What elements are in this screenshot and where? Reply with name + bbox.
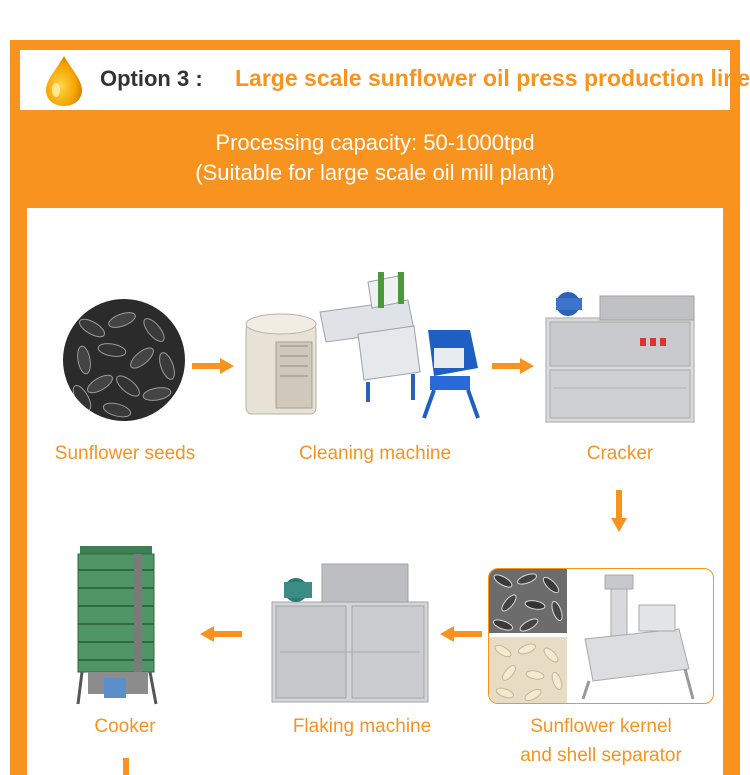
arrow-left-icon (200, 626, 242, 642)
cracker-image (545, 292, 695, 423)
sunflower-seeds-image (63, 299, 185, 421)
step-label-cracker: Cracker (586, 443, 654, 464)
oil-drop-icon (46, 56, 82, 106)
arrow-down-icon (611, 490, 627, 532)
capacity-text: Processing capacity: 50-1000tpd (215, 130, 535, 155)
option-label: Option 3 : (100, 66, 203, 91)
cleaning-machine-image (245, 272, 480, 419)
capacity-banner: Processing capacity: 50-1000tpd (Suitabl… (10, 110, 740, 208)
arrow-right-icon (192, 358, 234, 374)
page-title: Large scale sunflower oil press producti… (235, 65, 750, 91)
arrow-left-icon (440, 626, 482, 642)
flaking-machine-image (271, 563, 429, 703)
step-label-sunflower-seeds: Sunflower seeds (54, 443, 196, 464)
arrow-right-icon (492, 358, 534, 374)
step-label-cooker: Cooker (94, 716, 156, 737)
step-label-cleaning-machine: Cleaning machine (298, 443, 452, 464)
header-bar: Option 3 : Large scale sunflower oil pre… (20, 50, 750, 110)
arrow-down-icon (123, 758, 129, 775)
step-label-flaking-machine: Flaking machine (292, 716, 432, 737)
kernel-shell-separator-image (489, 569, 695, 703)
kernel-shell-separator-box (488, 568, 714, 704)
step-label-separator-line2: and shell separator (520, 745, 682, 766)
cooker-image (76, 546, 158, 705)
suitability-text: (Suitable for large scale oil mill plant… (195, 160, 555, 185)
step-label-separator-line1: Sunflower kernel (530, 716, 672, 737)
